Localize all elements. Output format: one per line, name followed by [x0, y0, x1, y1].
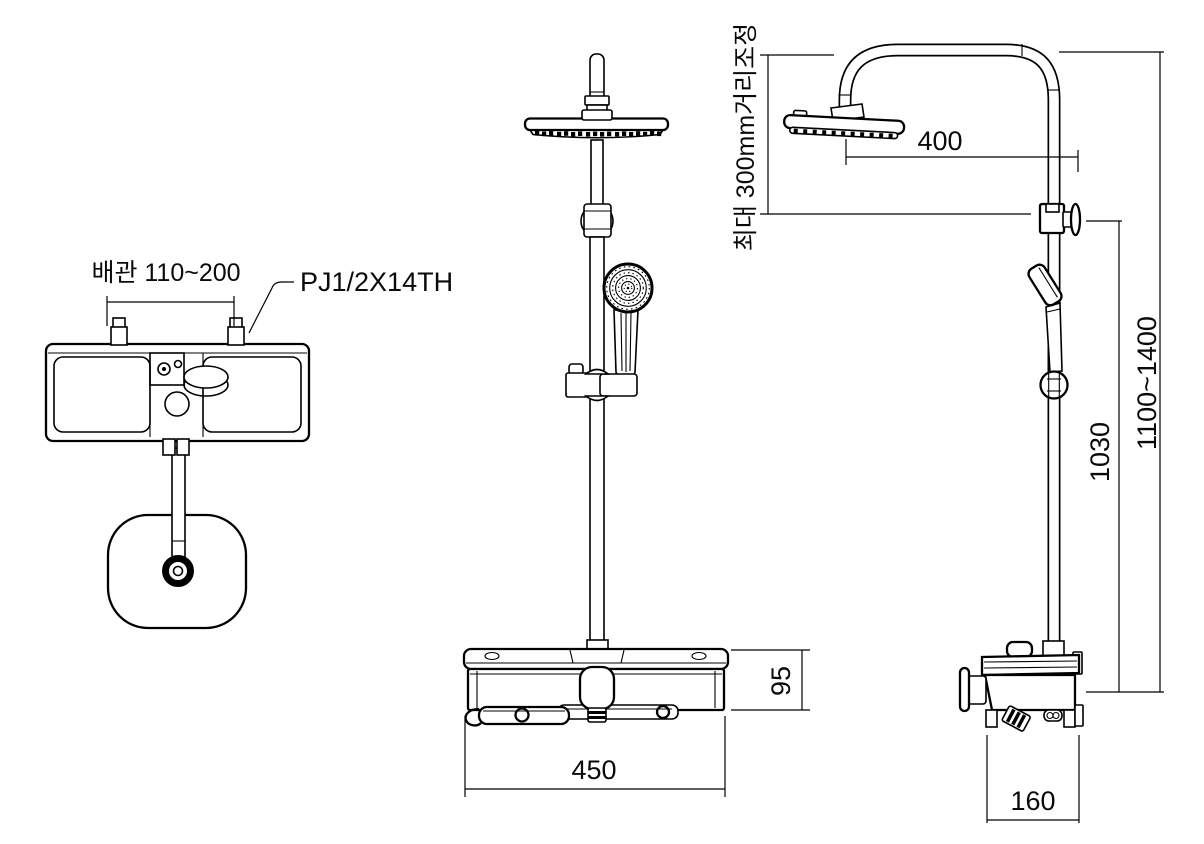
slider-bracket-front — [565, 363, 638, 402]
valve-block-top — [149, 352, 185, 386]
aerator-front — [587, 707, 607, 723]
front-view: 95 450 — [462, 53, 810, 797]
valve-body-front — [462, 647, 730, 727]
gooseneck-arm — [838, 43, 1061, 645]
slider-ring-side — [1039, 370, 1069, 400]
dim-column-height: 1030 — [1085, 220, 1122, 692]
hand-shower-cradle-front — [599, 373, 638, 397]
diverter-knob-side — [1001, 705, 1031, 732]
shower-arm-top — [171, 447, 186, 561]
dim-height-adjust-label: 최대 300mm거리조정 — [732, 23, 760, 251]
pipe-fitting-left — [110, 317, 128, 346]
side-view: 최대 300mm거리조정 400 1030 1100~1400 160 — [732, 23, 1164, 823]
towel-hook-front — [464, 707, 482, 727]
dim-body-depth-label: 160 — [1010, 786, 1055, 816]
thread-label: PJ1/2X14TH — [300, 267, 453, 297]
dim-head-offset: 400 — [845, 126, 1079, 172]
dim-pipe-spacing: 배관 110~200 — [91, 259, 241, 326]
body-deck-side — [980, 653, 1081, 677]
dim-body-depth: 160 — [986, 735, 1080, 823]
dim-body-width: 450 — [464, 716, 726, 797]
dim-head-offset-label: 400 — [917, 126, 962, 156]
hand-shower-front — [602, 262, 654, 378]
dim-overall-height-label: 1100~1400 — [1132, 316, 1162, 450]
dim-body-height-label: 95 — [766, 666, 796, 696]
pipe-fitting-right — [227, 317, 245, 346]
body-main-side — [983, 673, 1077, 712]
dim-height-adjust: 최대 300mm거리조정 — [732, 23, 1031, 251]
dim-column-height-label: 1030 — [1085, 422, 1115, 482]
valve-body-side — [958, 640, 1084, 732]
hand-shower-side — [1027, 263, 1069, 400]
cartridge-circle — [164, 391, 190, 417]
rain-shower-head-front — [523, 109, 670, 139]
dim-body-width-label: 450 — [571, 755, 616, 785]
shower-column-front — [589, 236, 605, 648]
spout-front — [578, 665, 616, 711]
handle-knob-side — [967, 675, 987, 705]
dim-pipe-spacing-label: 배관 110~200 — [91, 259, 240, 287]
nozzle-row-front — [535, 131, 662, 137]
dim-body-height: 95 — [731, 649, 810, 711]
rain-shower-head-side — [783, 103, 906, 140]
thread-leader: PJ1/2X14TH — [248, 267, 453, 334]
top-view: 배관 110~200 PJ1/2X14TH — [44, 259, 453, 630]
dim-overall-height: 1100~1400 — [1059, 51, 1164, 693]
diverter-button-side — [1005, 640, 1034, 659]
wall-bracket-side — [1038, 202, 1082, 237]
nozzle-row-side — [793, 128, 893, 139]
